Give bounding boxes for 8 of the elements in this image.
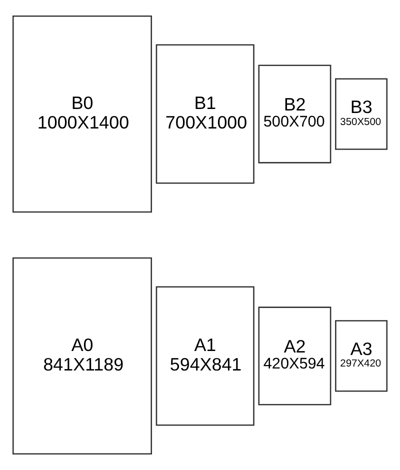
node-box: B1 700X1000 [156, 44, 254, 184]
node-box: B3 350X500 [335, 78, 388, 150]
node-box: A0 841X1189 [12, 257, 152, 455]
node-box: B2 500X700 [258, 64, 332, 164]
node-box: A3 297X420 [335, 320, 388, 392]
node-box: B0 1000X1400 [12, 15, 152, 213]
node-box: A1 594X841 [156, 286, 254, 426]
node-box: A2 420X594 [258, 306, 332, 406]
